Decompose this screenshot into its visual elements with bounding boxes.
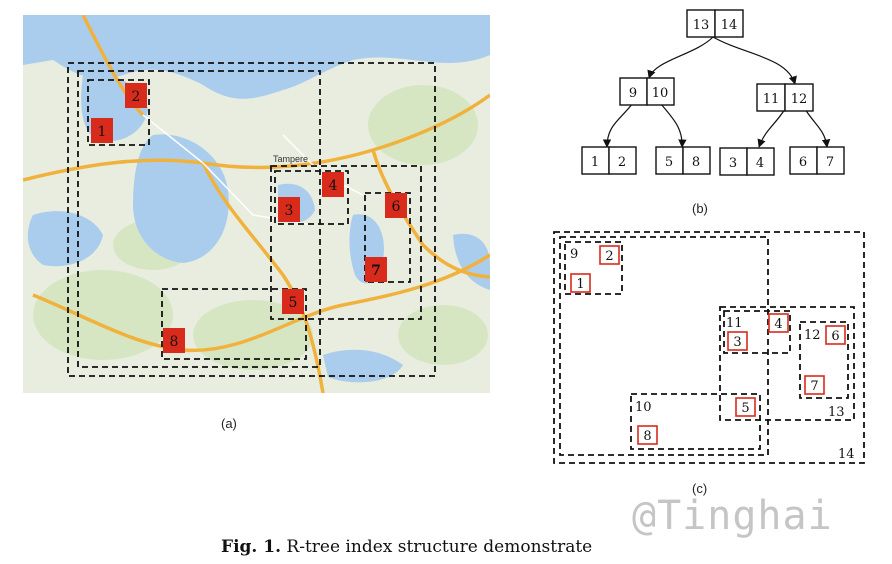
svg-text:10: 10 xyxy=(652,86,669,101)
object-5: 5 xyxy=(735,397,756,417)
svg-text:9: 9 xyxy=(629,86,637,101)
svg-text:8: 8 xyxy=(170,334,179,350)
marker-5: 5 xyxy=(282,289,304,314)
mbr-13 xyxy=(719,306,855,421)
svg-text:7: 7 xyxy=(810,379,818,394)
figure-caption: Fig. 1. R-tree index structure demonstra… xyxy=(221,537,592,557)
mbr-12 xyxy=(799,321,849,399)
marker-1: 1 xyxy=(91,118,113,143)
object-3: 3 xyxy=(727,331,748,351)
object-8: 8 xyxy=(637,425,658,445)
watermark: @Tinghai xyxy=(632,493,833,539)
svg-text:4: 4 xyxy=(774,317,782,332)
svg-text:5: 5 xyxy=(289,295,298,311)
svg-text:14: 14 xyxy=(721,18,738,33)
marker-6: 6 xyxy=(385,193,407,218)
svg-text:2: 2 xyxy=(605,249,613,264)
mbr-9-outer xyxy=(559,236,769,456)
tree-leaf-6-7: 6 7 xyxy=(789,146,845,175)
svg-text:11: 11 xyxy=(763,92,780,107)
rect-panel: 9 10 11 12 13 14 1 2 3 4 5 6 7 8 xyxy=(553,231,865,464)
panel-c-label: (c) xyxy=(692,481,708,496)
node-label-10: 10 xyxy=(635,400,652,415)
svg-text:8: 8 xyxy=(643,429,651,444)
mbr-14 xyxy=(553,231,865,464)
svg-text:3: 3 xyxy=(733,335,741,350)
tree-edges xyxy=(602,36,831,148)
map-markers: 1 2 3 4 5 6 7 8 xyxy=(91,83,407,353)
mbr-1-2 xyxy=(87,79,150,146)
marker-7: 7 xyxy=(365,257,387,282)
mbr-9 xyxy=(564,241,623,295)
tree-root: 13 14 xyxy=(686,9,744,38)
node-label-11: 11 xyxy=(726,316,743,331)
mbr-13 xyxy=(270,165,422,320)
svg-text:5: 5 xyxy=(665,155,673,170)
svg-text:6: 6 xyxy=(831,329,839,344)
object-4: 4 xyxy=(768,313,789,333)
tree-leaf-1-2: 1 2 xyxy=(581,146,637,175)
map-roads xyxy=(23,15,490,393)
svg-text:2: 2 xyxy=(618,155,626,170)
object-7: 7 xyxy=(804,375,825,395)
mbr-11 xyxy=(723,310,791,354)
panel-b-label: (b) xyxy=(692,201,708,216)
node-label-13: 13 xyxy=(828,405,845,420)
map-panel: Tampere 1 2 3 4 5 6 7 8 xyxy=(23,15,490,393)
marker-3: 3 xyxy=(278,197,300,222)
svg-text:3: 3 xyxy=(729,156,737,171)
tree-leaf-3-4: 3 4 xyxy=(719,147,775,176)
mbr-9 xyxy=(77,70,321,368)
marker-4: 4 xyxy=(322,172,344,197)
svg-text:1: 1 xyxy=(591,155,599,170)
marker-8: 8 xyxy=(163,328,185,353)
map-city-label: Tampere xyxy=(273,154,308,164)
svg-text:1: 1 xyxy=(98,124,107,140)
svg-text:7: 7 xyxy=(371,263,381,279)
mbr-11 xyxy=(274,170,349,225)
svg-text:2: 2 xyxy=(132,89,141,105)
object-6: 6 xyxy=(825,325,846,345)
tree-node-11-12: 11 12 xyxy=(756,83,814,112)
mbr-10 xyxy=(630,393,761,450)
svg-text:12: 12 xyxy=(791,92,808,107)
svg-text:6: 6 xyxy=(799,155,807,170)
svg-text:4: 4 xyxy=(756,156,764,171)
tree-panel: 13 14 9 10 11 12 1 2 5 8 3 4 xyxy=(581,9,845,176)
node-label-9: 9 xyxy=(570,247,578,262)
object-2: 2 xyxy=(599,245,620,265)
svg-text:6: 6 xyxy=(392,199,401,215)
node-label-14: 14 xyxy=(838,447,855,462)
svg-text:3: 3 xyxy=(285,203,294,219)
svg-text:8: 8 xyxy=(692,155,700,170)
svg-text:5: 5 xyxy=(741,401,749,416)
map-mbrs xyxy=(67,62,436,377)
svg-text:13: 13 xyxy=(693,18,710,33)
mbr-10 xyxy=(161,288,307,360)
svg-text:7: 7 xyxy=(826,155,834,170)
mbr-14 xyxy=(67,62,436,377)
svg-text:1: 1 xyxy=(576,277,584,292)
figure-number: Fig. 1. xyxy=(221,537,281,557)
tree-node-9-10: 9 10 xyxy=(619,77,675,106)
svg-text:4: 4 xyxy=(329,178,338,194)
node-label-12: 12 xyxy=(804,328,821,343)
object-1: 1 xyxy=(570,273,591,293)
tree-leaf-5-8: 5 8 xyxy=(655,146,711,175)
marker-2: 2 xyxy=(125,83,147,108)
panel-a-label: (a) xyxy=(221,416,237,431)
figure-caption-text: R-tree index structure demonstrate xyxy=(286,537,593,557)
